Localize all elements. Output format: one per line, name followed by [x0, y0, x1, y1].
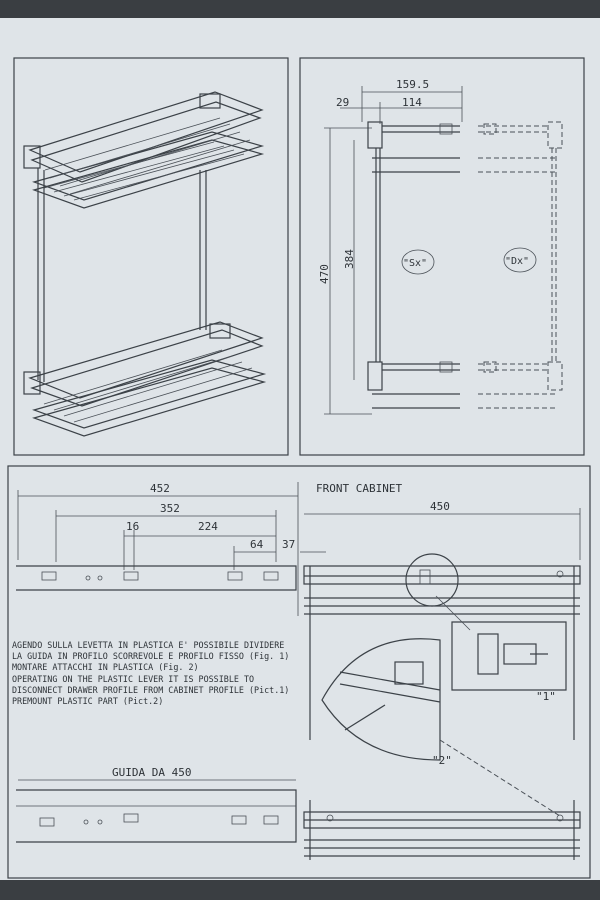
dim-224: 224 — [198, 520, 218, 533]
label-front-cabinet: FRONT CABINET — [316, 482, 402, 495]
dim-37: 37 — [282, 538, 295, 551]
drawing-sheet: 159.5 29 114 470 384 "Sx" — [0, 18, 600, 880]
dim-64: 64 — [250, 538, 264, 551]
note-it-line-1: AGENDO SULLA LEVETTA IN PLASTICA E' POSS… — [12, 640, 285, 650]
dim-114: 114 — [402, 96, 422, 109]
basket-isometric-illustration — [23, 91, 267, 437]
label-sx: "Sx" — [403, 258, 427, 269]
frame-right-dx — [478, 121, 563, 409]
rail-side-view — [16, 565, 297, 591]
dim-470: 470 — [318, 264, 331, 284]
label-guida-da-450: GUIDA DA 450 — [112, 766, 191, 779]
notes-italian: AGENDO SULLA LEVETTA IN PLASTICA E' POSS… — [12, 640, 289, 673]
rail-drawer-view — [303, 553, 581, 740]
dim-384: 384 — [343, 249, 356, 269]
panel-rail-detail — [7, 465, 591, 879]
dim-159-5: 159.5 — [396, 78, 429, 91]
callout-1: "1" — [536, 690, 556, 703]
note-it-line-3: MONTARE ATTACCHI IN PLASTICA (Fig. 2) — [12, 662, 199, 672]
dim-450: 450 — [430, 500, 450, 513]
note-it-line-2: LA GUIDA IN PROFILO SCORREVOLE E PROFILO… — [12, 651, 290, 661]
detail-figure-1 — [435, 595, 567, 691]
notes-english: OPERATING ON THE PLASTIC LEVER IT IS POS… — [12, 674, 289, 707]
note-en-line-2: DISCONNECT DRAWER PROFILE FROM CABINET P… — [12, 685, 290, 695]
callout-2: "2" — [432, 754, 452, 767]
dim-29: 29 — [336, 96, 349, 109]
rail-drawer-bottom — [303, 800, 581, 860]
note-en-line-1: OPERATING ON THE PLASTIC LEVER IT IS POS… — [12, 674, 255, 684]
rail-guida-450 — [16, 789, 297, 843]
note-en-line-3: PREMOUNT PLASTIC PART (Pict.2) — [12, 696, 164, 706]
detail-figure-2 — [321, 638, 441, 761]
frame-left-sx — [367, 121, 460, 409]
dim-352: 352 — [160, 502, 180, 515]
dim-16: 16 — [126, 520, 139, 533]
panel-isometric — [13, 57, 289, 456]
panel-front-view — [299, 57, 585, 456]
technical-drawing: 159.5 29 114 470 384 "Sx" — [7, 57, 591, 879]
dim-452: 452 — [150, 482, 170, 495]
label-dx: "Dx" — [505, 256, 529, 267]
